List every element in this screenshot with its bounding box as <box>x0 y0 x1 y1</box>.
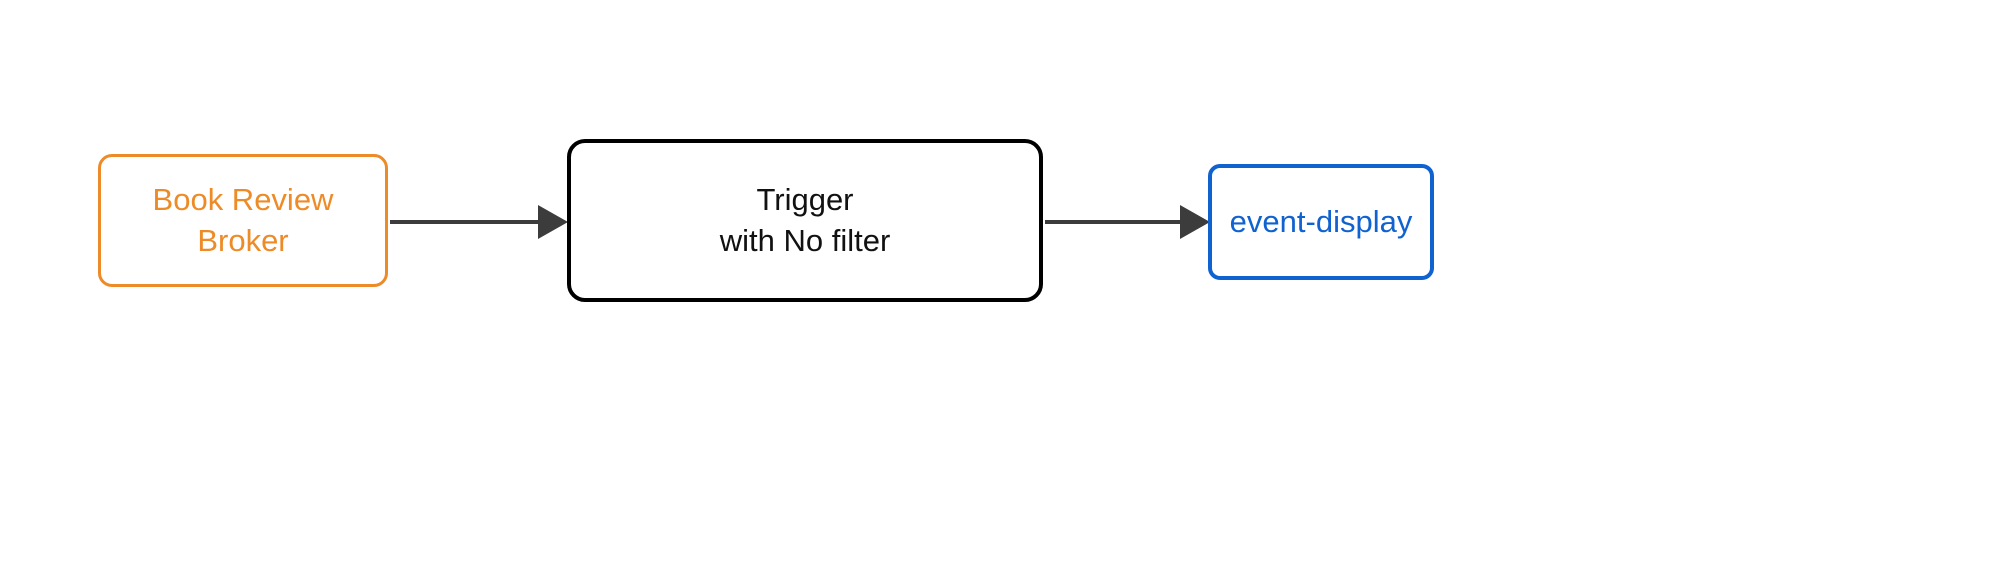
edge-broker-to-trigger-line <box>390 220 539 224</box>
node-event-display-label: event-display <box>1229 203 1413 239</box>
node-event-display[interactable]: event-display <box>1208 164 1434 280</box>
arrowhead-icon <box>538 205 568 239</box>
edge-trigger-to-sink-line <box>1045 220 1181 224</box>
node-trigger-with-no-filter[interactable]: Trigger with No filter <box>567 139 1043 302</box>
edge-broker-to-trigger <box>390 205 568 239</box>
arrowhead-icon <box>1180 205 1210 239</box>
edge-trigger-to-sink <box>1045 205 1210 239</box>
node-book-review-broker[interactable]: Book Review Broker <box>98 154 388 287</box>
node-trigger-with-no-filter-label: Trigger with No filter <box>719 182 891 258</box>
node-book-review-broker-label: Book Review Broker <box>152 182 334 258</box>
